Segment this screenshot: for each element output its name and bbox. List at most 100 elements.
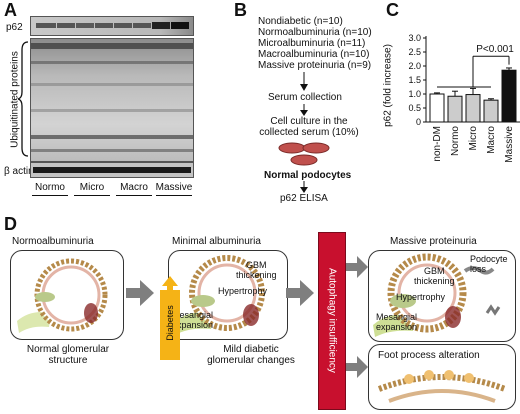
gray-arrow-icon: [346, 256, 368, 278]
lane-underline: [74, 195, 110, 196]
lane-underline: [32, 195, 68, 196]
stage3-mesangial: Mesangial expansion: [376, 312, 417, 332]
stage3-mes-2: expansion: [376, 322, 418, 332]
y-tick-label: 2.0: [408, 61, 421, 71]
arrow-up-icon: [162, 276, 178, 292]
stage2-mes-2: expansion: [172, 320, 214, 330]
stage3-title: Massive proteinuria: [390, 236, 477, 247]
group-item: Massive proteinuria (n=9): [258, 60, 372, 71]
glomerulus-normal: [17, 258, 108, 333]
ubiquitin-brace: [18, 41, 29, 157]
stage3-mes-1: Mesangial: [376, 312, 418, 322]
arrow-down-icon: [300, 104, 308, 116]
diabetes-label: Diabetes: [165, 305, 175, 341]
gray-arrow-icon: [346, 356, 368, 378]
x-tick-label: Micro: [468, 126, 479, 151]
actin-blot: [30, 162, 194, 178]
stage2-box: [168, 250, 288, 340]
panel-b-label: B: [234, 0, 247, 20]
stage2-mes-1: Mesangial: [172, 310, 214, 320]
glomerulus-severe: [373, 253, 501, 337]
bracket-lines: [300, 72, 308, 91]
stage1-title: Normoalbuminuria: [12, 236, 94, 247]
bar-non-dm: [429, 93, 445, 123]
y-tick-label: 3.0: [408, 33, 421, 43]
bar-massive: [501, 69, 517, 123]
chart-ylabel: p62 (fold increase): [382, 44, 394, 127]
step-culture: Cell culture in the collected serum (10%…: [254, 116, 364, 138]
group-item: Microalbuminuria (n=11): [258, 38, 366, 49]
y-tick-label: 0.5: [408, 103, 421, 113]
stage2-hypertrophy: Hypertrophy: [218, 286, 268, 296]
x-tick-label: Normo: [450, 126, 461, 156]
stage2-gbm-2: thickening: [236, 270, 277, 280]
step-culture-1: Cell culture in the: [270, 116, 348, 127]
stage3-hypertrophy: Hypertrophy: [396, 292, 446, 302]
y-tick-label: 1.0: [408, 89, 421, 99]
group-item: Normoalbuminuria (n=10): [258, 27, 372, 38]
glomerulus-mild: [173, 255, 265, 335]
p62-label: p62: [6, 22, 23, 33]
lane-normo: Normo: [34, 182, 65, 193]
p62-bar-chart: 0 0.5 1.0 1.5 2.0 2.5 3.0 non-DM Normo Micro Macro…: [408, 33, 520, 163]
panel-c-label: C: [386, 0, 399, 20]
step-culture-2: collected serum (10%): [259, 127, 359, 138]
stage1-caption-2: structure: [48, 355, 88, 366]
autophagy-bar: Autophagy insufficiency: [318, 232, 346, 410]
lane-massive: Massive: [155, 182, 193, 193]
lane-macro: Macro: [120, 182, 148, 193]
stage2-gbm-1: GBM: [246, 260, 267, 270]
stage3-podo-1: Podocyte: [470, 254, 508, 264]
y-tick-label: 2.5: [408, 47, 421, 57]
stage1-box: [10, 250, 124, 340]
foot-process-box: [368, 344, 516, 410]
foot-process-illustration: [377, 370, 507, 403]
ubiquitin-label-wrap: Ubiquitinated proteins: [4, 46, 21, 156]
stage2-mesangial: Mesangial expansion: [172, 310, 213, 330]
group-list: Nondiabetic (n=10) Normoalbuminuria (n=1…: [258, 16, 372, 71]
ylabel-wrap: p62 (fold increase): [380, 44, 394, 127]
group-item: Nondiabetic (n=10): [258, 16, 343, 27]
ubiquitin-blot: [30, 38, 194, 162]
significance-label: P<0.001: [476, 44, 514, 55]
stage3-podo-2: loss: [470, 264, 487, 274]
lane-underline: [116, 195, 152, 196]
bar-macro: [483, 99, 499, 123]
group-item: Macroalbuminuria (n=10): [258, 49, 370, 60]
bar-normo: [447, 95, 463, 123]
stage1-caption-1: Normal glomerular: [26, 344, 110, 355]
foot-process-label: Foot process alteration: [378, 350, 480, 361]
diabetes-bar: Diabetes: [160, 290, 180, 360]
panel-d-label: D: [4, 214, 17, 234]
stage3-gbm: GBM thickening: [414, 266, 455, 286]
culture-dishes-icon: [278, 142, 330, 166]
step-elisa: p62 ELISA: [280, 193, 328, 204]
stage3-gbm-1: GBM: [424, 266, 445, 276]
stage2-caption: Mild diabetic glomerular changes: [196, 344, 306, 366]
x-tick-label: Massive: [504, 126, 515, 163]
stage2-gbm: GBM thickening: [236, 260, 277, 280]
bar-micro: [465, 94, 481, 123]
stage1-caption: Normal glomerular structure: [18, 344, 118, 366]
y-tick-label: 1.5: [408, 75, 421, 85]
gray-arrow-icon: [286, 280, 314, 306]
lane-micro: Micro: [79, 182, 105, 193]
x-tick-label: non-DM: [432, 126, 443, 162]
x-tick-label: Macro: [486, 126, 497, 154]
y-tick-label: 0: [416, 117, 421, 127]
stage3-podocyte-loss: Podocyte loss: [470, 254, 508, 274]
arrow-down-icon: [300, 181, 308, 193]
step-serum: Serum collection: [268, 92, 342, 103]
actin-label: β actin: [4, 166, 34, 177]
stage2-caption-2: glomerular changes: [207, 355, 295, 366]
stage2-title: Minimal albuminuria: [172, 236, 261, 247]
stage2-caption-1: Mild diabetic: [223, 344, 279, 355]
lane-underline: [156, 195, 192, 196]
p62-blot: [30, 16, 194, 36]
stage3-box: [368, 250, 516, 342]
stage3-gbm-2: thickening: [414, 276, 455, 286]
gray-arrow-icon: [126, 280, 154, 306]
step-podocytes: Normal podocytes: [264, 170, 352, 181]
autophagy-label: Autophagy insufficiency: [326, 268, 338, 373]
panel-a-label: A: [4, 0, 17, 20]
